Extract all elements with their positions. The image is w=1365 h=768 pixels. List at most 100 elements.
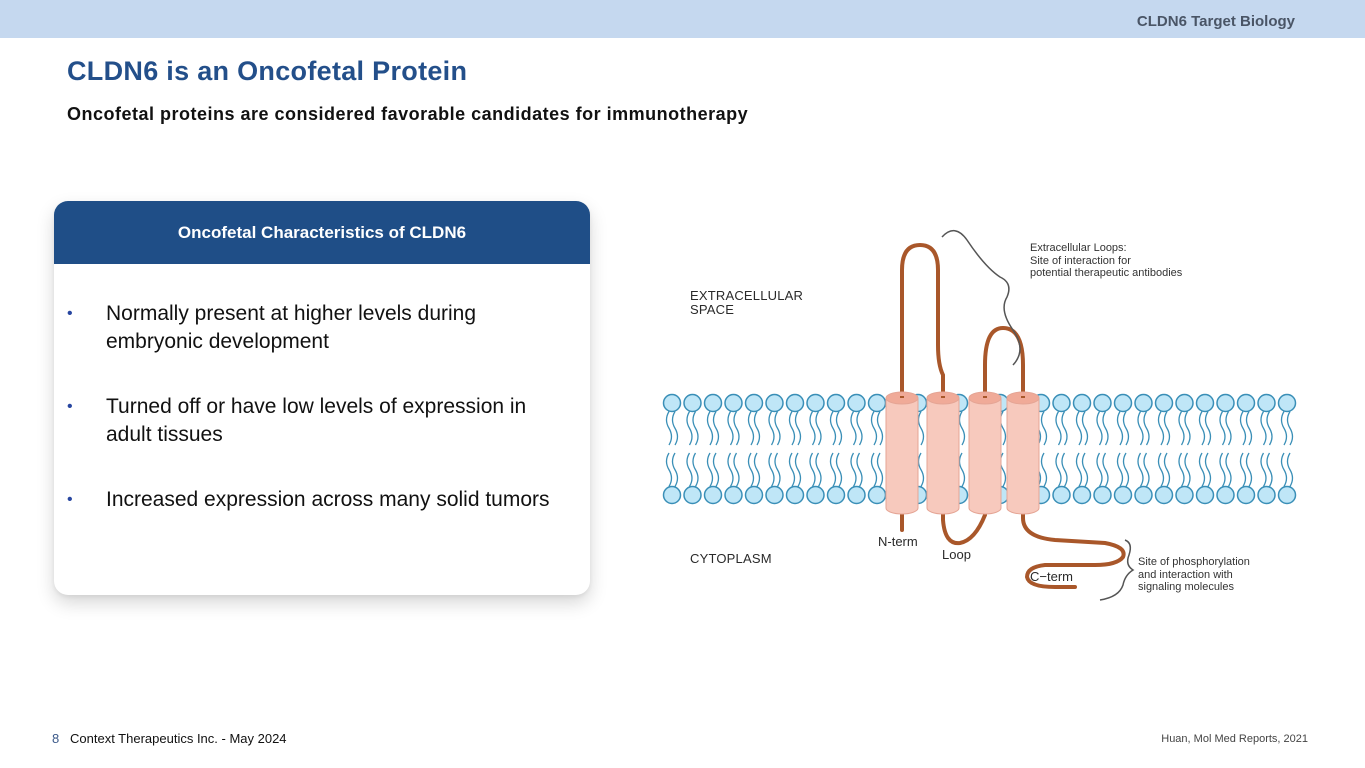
- lipid-tail: [1266, 411, 1273, 446]
- lipid-head: [826, 485, 846, 505]
- lipid-tail: [1116, 411, 1124, 446]
- lipid-tail: [1040, 411, 1048, 446]
- lipid-head: [1093, 393, 1112, 413]
- characteristics-card: Oncofetal Characteristics of CLDN6 • Nor…: [54, 201, 590, 595]
- lipid-head: [1134, 485, 1153, 505]
- lipid-tail: [835, 411, 843, 446]
- lipid-tail: [1239, 411, 1247, 446]
- characteristics-list: • Normally present at higher levels duri…: [54, 264, 590, 514]
- n-term-label: N-term: [878, 534, 918, 549]
- lipid-head: [1257, 485, 1276, 505]
- extracellular-space-label: EXTRACELLULAR SPACE: [690, 288, 804, 317]
- list-item: • Normally present at higher levels duri…: [54, 300, 554, 356]
- lipid-tail: [1239, 452, 1247, 487]
- protein-strands: [900, 242, 1126, 589]
- lipid-head: [724, 485, 743, 505]
- lipid-tail: [692, 452, 699, 487]
- lipid-tail: [1178, 452, 1185, 487]
- cytoplasm-label: CYTOPLASM: [690, 551, 772, 566]
- lipid-tail: [686, 411, 693, 446]
- page-number: 8: [52, 731, 60, 746]
- transmembrane-helix: [1006, 397, 1040, 515]
- lipid-tail: [1096, 452, 1103, 487]
- lipid-tail: [686, 452, 693, 487]
- lipid-tail: [768, 411, 775, 446]
- card-heading: Oncofetal Characteristics of CLDN6: [177, 222, 467, 242]
- lipid-head: [1154, 393, 1174, 413]
- footer-citation: Huan, Mol Med Reports, 2021: [1161, 733, 1308, 745]
- extracellular-loop-2: [983, 325, 1025, 399]
- lipid-tail: [809, 411, 816, 446]
- lipid-tail: [1122, 411, 1130, 446]
- lipid-tail: [788, 411, 796, 446]
- transmembrane-helix: [885, 397, 919, 515]
- lipid-tail: [1116, 452, 1124, 487]
- lipid-tail: [850, 452, 857, 487]
- lipid-tail: [712, 452, 720, 487]
- extracellular-brace-icon: [941, 230, 1021, 366]
- lipid-tail: [1040, 452, 1048, 487]
- lipid-head: [1072, 393, 1092, 413]
- lipid-head: [1216, 393, 1235, 413]
- lipid-tail: [958, 411, 966, 446]
- lipid-head: [683, 485, 702, 505]
- lipid-tail: [727, 452, 734, 487]
- lipid-head: [806, 485, 825, 505]
- lipid-tail: [917, 411, 925, 446]
- lipid-tail: [1061, 452, 1068, 487]
- lipid-tail: [706, 452, 714, 487]
- lipid-tail: [1081, 452, 1089, 487]
- lipid-head: [1257, 393, 1276, 413]
- lipid-tail: [1266, 452, 1273, 487]
- lipid-tail: [774, 411, 781, 446]
- lipid-tail: [1286, 411, 1294, 446]
- list-item-text: Normally present at higher levels during…: [106, 302, 477, 353]
- lipid-tail: [1260, 411, 1267, 446]
- section-label: CLDN6 Target Biology: [1136, 13, 1295, 30]
- lipid-tail: [1204, 452, 1212, 487]
- page-title: CLDN6 is an Oncofetal Protein: [67, 56, 468, 86]
- lipid-tail: [712, 411, 720, 446]
- lipid-head: [785, 485, 805, 505]
- lipid-head: [1072, 485, 1092, 505]
- lipid-tail: [1102, 411, 1109, 446]
- lipid-tail: [1245, 411, 1253, 446]
- lipid-tail: [1225, 452, 1232, 487]
- lipid-tail: [917, 452, 925, 487]
- lipid-tail: [1219, 452, 1226, 487]
- lipid-tail: [958, 452, 966, 487]
- lipid-head: [744, 485, 764, 505]
- page-subtitle: Oncofetal proteins are considered favora…: [67, 104, 749, 124]
- list-item: • Increased expression across many solid…: [54, 486, 554, 514]
- lipid-tail: [671, 411, 679, 446]
- c-term-label: C−term: [1030, 569, 1073, 584]
- lipid-tail: [1143, 411, 1150, 446]
- lipid-tail: [665, 411, 673, 446]
- card-header: Oncofetal Characteristics of CLDN6: [54, 201, 590, 264]
- lipid-tail: [733, 411, 740, 446]
- lipid-tail: [1075, 452, 1083, 487]
- lipid-head: [1134, 393, 1153, 413]
- lipid-head: [1277, 393, 1297, 413]
- lipid-tail: [856, 452, 863, 487]
- lipid-tail: [835, 452, 843, 487]
- bullet-icon: •: [67, 305, 73, 322]
- lipid-tail: [747, 411, 755, 446]
- lipid-tail: [1055, 452, 1062, 487]
- lipid-tail: [1204, 411, 1212, 446]
- lipid-tail: [1096, 411, 1103, 446]
- diagram-canvas: [662, 230, 1297, 601]
- lipid-tail: [788, 452, 796, 487]
- list-item: • Turned off or have low levels of expre…: [54, 393, 554, 449]
- lipid-head: [683, 393, 702, 413]
- lipid-tail: [1260, 452, 1267, 487]
- lipid-head: [1175, 485, 1194, 505]
- lipid-tail: [1055, 411, 1062, 446]
- lipid-tail: [1225, 411, 1232, 446]
- transmembrane-helix: [926, 397, 960, 515]
- lipid-head: [703, 393, 723, 413]
- lipid-head: [1236, 393, 1256, 413]
- lipid-tail: [1286, 452, 1294, 487]
- bullet-icon: •: [67, 491, 73, 508]
- lipid-tail: [794, 411, 802, 446]
